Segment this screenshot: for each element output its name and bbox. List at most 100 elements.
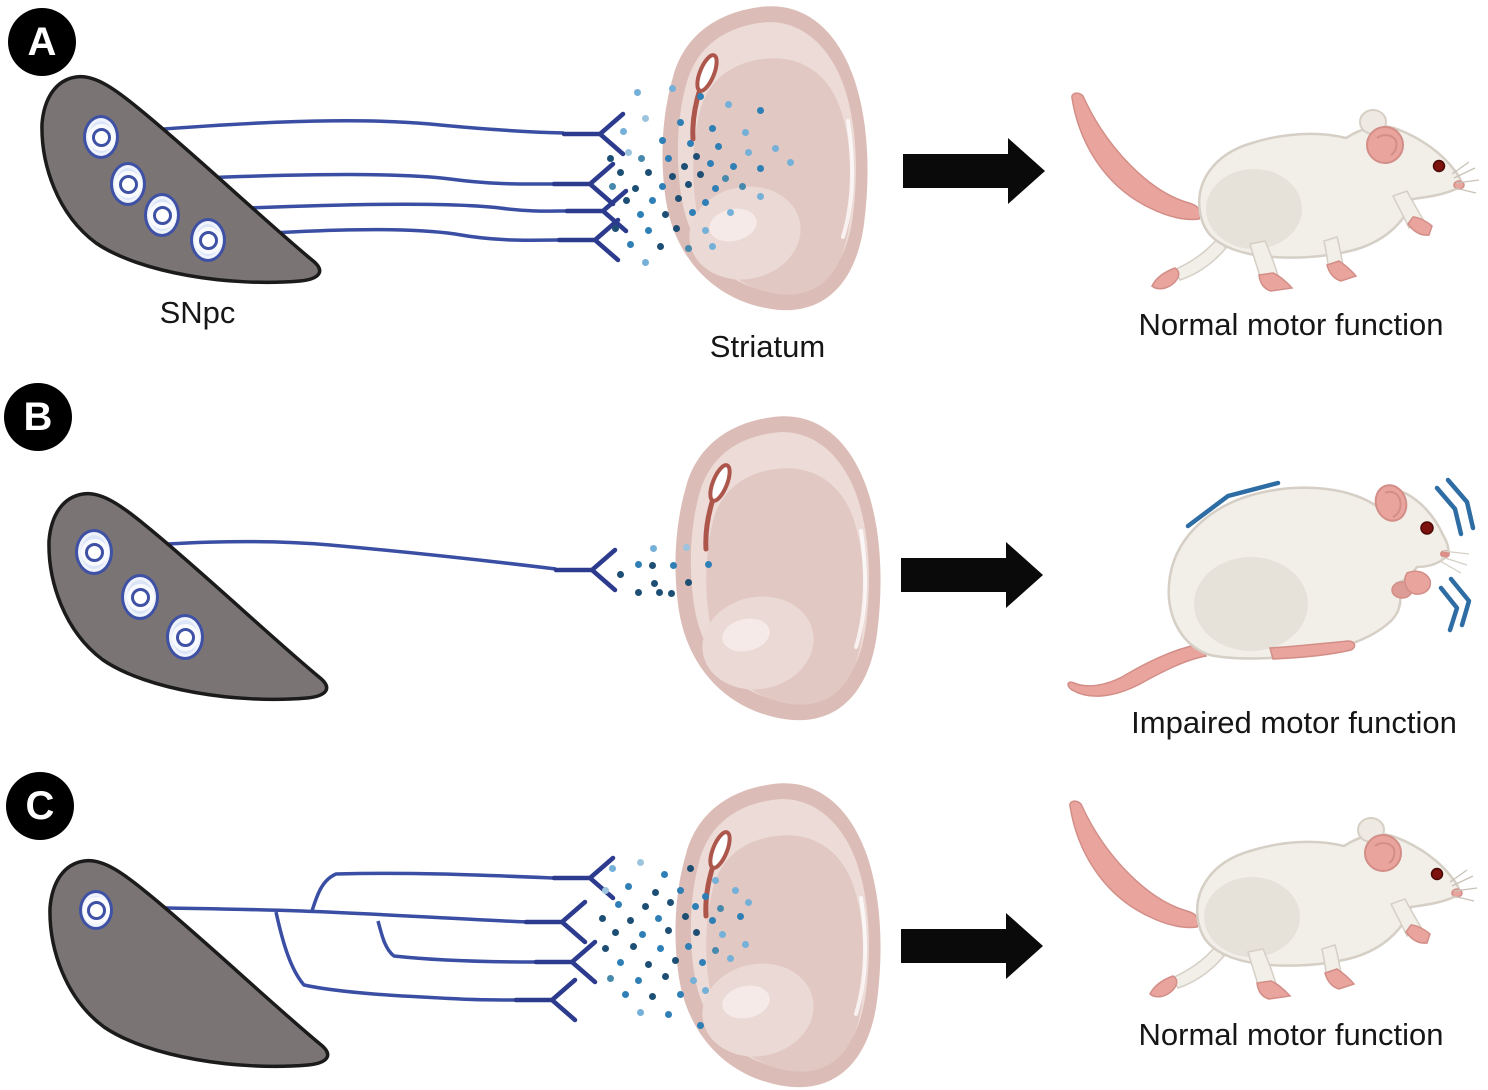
- dopamine-dot: [661, 972, 669, 980]
- dopamine-dot: [691, 902, 699, 910]
- dopamine-dot: [724, 100, 732, 108]
- dopamine-dot: [701, 226, 709, 234]
- arrow-right-icon: [901, 913, 1043, 979]
- dopamine-dot: [729, 162, 737, 170]
- axon-terminal: [556, 550, 615, 590]
- dopamine-dot: [686, 864, 694, 872]
- dopamine-dot: [616, 168, 624, 176]
- dopamine-dot: [614, 900, 622, 908]
- dopamine-dot: [684, 244, 692, 252]
- dopamine-dot: [655, 588, 663, 596]
- dopamine-dot: [664, 1010, 672, 1018]
- dopamine-dot: [682, 543, 690, 551]
- dopamine-dot: [684, 180, 692, 188]
- dopamine-dot: [692, 152, 700, 160]
- mouse-normal: [1070, 91, 1481, 293]
- neuron-nucleus: [91, 127, 111, 147]
- dopamine-dot: [698, 958, 706, 966]
- panel-a-badge: A: [8, 8, 76, 76]
- dopamine-dot: [686, 139, 694, 147]
- dopamine-dot: [708, 242, 716, 250]
- dopamine-dot: [744, 898, 752, 906]
- dopamine-dot: [674, 194, 682, 202]
- dopamine-dot: [621, 990, 629, 998]
- dopamine-dot: [650, 579, 658, 587]
- panel-c: [48, 783, 1479, 1087]
- dopamine-neuron: [166, 614, 204, 660]
- dopamine-dot: [676, 118, 684, 126]
- dopamine-dot: [634, 560, 642, 568]
- dopamine-dot: [644, 226, 652, 234]
- dopamine-dot: [626, 916, 634, 924]
- dopamine-dot: [676, 886, 684, 894]
- panel-a: [40, 6, 1481, 310]
- dopamine-dot: [619, 127, 627, 135]
- dopamine-dot: [684, 942, 692, 950]
- mouse-tremor: [1068, 480, 1473, 696]
- dopamine-dot: [786, 158, 794, 166]
- neuron-nucleus: [130, 587, 150, 607]
- dopamine-neuron: [83, 115, 119, 159]
- axon-sprouting: [102, 871, 555, 1002]
- dopamine-dot: [714, 142, 722, 150]
- dopamine-dot: [684, 578, 692, 586]
- dopamine-dot: [661, 210, 669, 218]
- panel-c-badge: C: [6, 772, 74, 840]
- dopamine-dot: [644, 960, 652, 968]
- dopamine-dot: [644, 168, 652, 176]
- dopamine-dot: [656, 242, 664, 250]
- neuron-nucleus: [86, 900, 106, 920]
- axon: [99, 119, 568, 242]
- mouse-normal: [1068, 799, 1479, 1001]
- dopamine-dot: [716, 904, 724, 912]
- dopamine-dot: [648, 992, 656, 1000]
- neuron-nucleus: [118, 174, 138, 194]
- dopamine-dot: [648, 196, 656, 204]
- dopamine-neuron: [144, 193, 180, 237]
- outcome-label-c: Normal motor function: [1138, 1017, 1444, 1052]
- dopamine-dot: [637, 154, 645, 162]
- dopamine-dot: [658, 182, 666, 190]
- dopamine-dot: [688, 208, 696, 216]
- dopamine-dot: [606, 154, 614, 162]
- dopamine-dot: [701, 892, 709, 900]
- dopamine-dot: [631, 184, 639, 192]
- dopamine-dot: [622, 196, 630, 204]
- dopamine-dot: [669, 561, 677, 569]
- dopamine-dot: [634, 588, 642, 596]
- arrow-right-icon: [901, 542, 1043, 608]
- dopamine-dot: [636, 210, 644, 218]
- panel-b: [47, 416, 1473, 720]
- dopamine-dot: [641, 114, 649, 122]
- dopamine-dot: [601, 944, 609, 952]
- snpc-label: SNpc: [159, 295, 236, 330]
- striatum-region: [675, 416, 880, 720]
- axon-terminal: [516, 858, 613, 1020]
- dopamine-dot: [756, 106, 764, 114]
- dopamine-dot: [738, 182, 746, 190]
- dopamine-dot: [771, 144, 779, 152]
- dopamine-dot: [624, 148, 632, 156]
- dopamine-dot: [744, 148, 752, 156]
- dopamine-dot: [731, 886, 739, 894]
- dopamine-dot: [608, 182, 616, 190]
- dopamine-dot: [689, 976, 697, 984]
- dopamine-dot: [598, 914, 606, 922]
- dopamine-dot: [711, 876, 719, 884]
- dopamine-dot: [629, 942, 637, 950]
- dopamine-dot: [756, 164, 764, 172]
- dopamine-dot: [636, 1008, 644, 1016]
- dopamine-dot: [708, 124, 716, 132]
- dopamine-dot: [704, 560, 712, 568]
- dopamine-dot: [651, 888, 659, 896]
- dopamine-dot: [656, 944, 664, 952]
- dopamine-dot: [626, 240, 634, 248]
- dopamine-dot: [638, 930, 646, 938]
- dopamine-neuron: [190, 218, 226, 262]
- dopamine-dot: [667, 589, 675, 597]
- dopamine-dot: [624, 882, 632, 890]
- outcome-label-b: Impaired motor function: [1131, 705, 1457, 740]
- dopamine-dot: [741, 940, 749, 948]
